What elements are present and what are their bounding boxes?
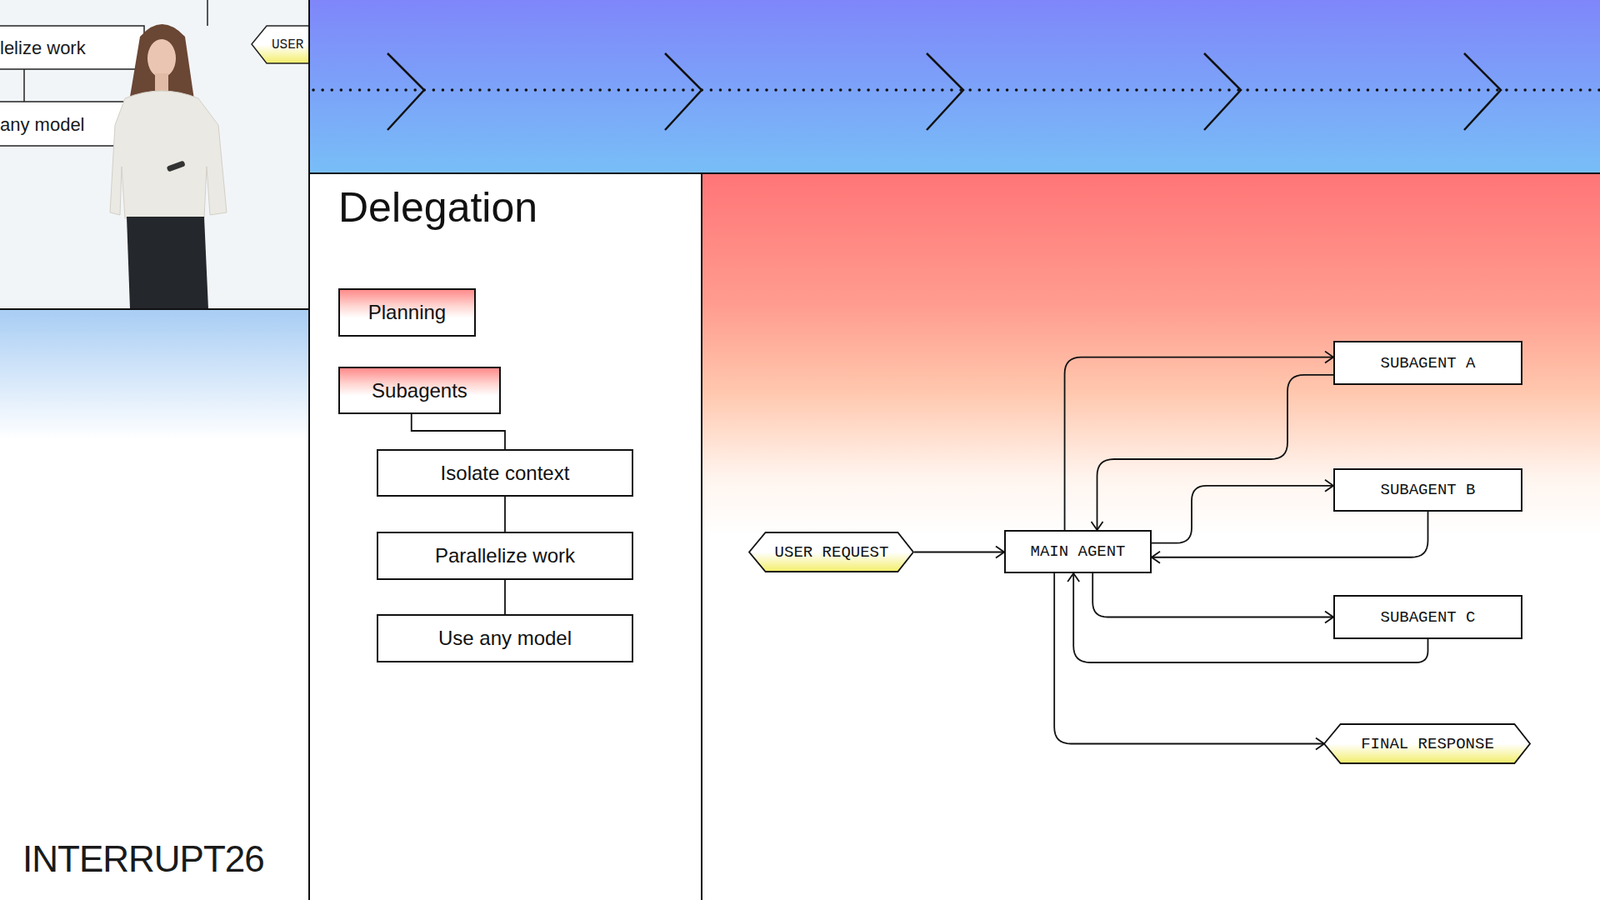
connector-arrow bbox=[1065, 357, 1334, 530]
speaker-trousers bbox=[126, 216, 209, 310]
timeline-dots bbox=[313, 88, 1600, 92]
video-slide-text: lelize work bbox=[0, 37, 86, 60]
node-label: MAIN AGENT bbox=[1030, 542, 1125, 561]
node-label: SUBAGENT B bbox=[1380, 480, 1475, 500]
connector-arrow bbox=[411, 414, 505, 450]
node-label: FINAL RESPONSE bbox=[1360, 735, 1495, 754]
node-label: Isolate context bbox=[440, 461, 570, 485]
subagent-box: SUBAGENT C bbox=[1333, 595, 1523, 640]
subagent-box: SUBAGENT B bbox=[1333, 468, 1523, 512]
event-logo: INTERRUPT26 bbox=[22, 838, 265, 880]
video-slide-line bbox=[206, 0, 209, 26]
connector-arrow bbox=[1151, 485, 1334, 544]
panel-border bbox=[310, 172, 1600, 175]
node-label: SUBAGENT C bbox=[1380, 608, 1475, 627]
node-label: Parallelize work bbox=[435, 544, 575, 568]
node-label: Subagents bbox=[371, 379, 468, 403]
connector-arrow bbox=[1054, 573, 1325, 745]
panel-border bbox=[308, 0, 310, 900]
timeline-band bbox=[310, 0, 1600, 174]
connector-arrow bbox=[1073, 573, 1428, 663]
connector-arrow bbox=[1151, 511, 1429, 558]
video-slide-box bbox=[0, 25, 145, 70]
hexagon-shape bbox=[749, 532, 914, 572]
speaker-sweater bbox=[110, 90, 227, 219]
io-hexagon: FINAL RESPONSE bbox=[1324, 723, 1531, 765]
hexagon-shape bbox=[1324, 724, 1530, 764]
left-gradient-panel bbox=[0, 310, 310, 900]
topic-box: Planning bbox=[338, 288, 476, 337]
video-slide-text: any model bbox=[0, 114, 85, 136]
slide-title: Delegation bbox=[338, 183, 538, 232]
subtopic-box: Use any model bbox=[376, 614, 634, 663]
speaker-face bbox=[147, 39, 176, 78]
node-label: Planning bbox=[368, 300, 446, 325]
panel-border bbox=[700, 173, 703, 900]
node-label: USER REQUEST bbox=[775, 543, 890, 562]
timeline-chevron bbox=[1464, 53, 1501, 130]
subagent-box: SUBAGENT A bbox=[1333, 340, 1523, 385]
presenter-clicker bbox=[166, 160, 186, 172]
node-label: SUBAGENT A bbox=[1380, 354, 1475, 373]
node-label: Use any model bbox=[438, 626, 572, 650]
timeline-chevron bbox=[926, 53, 964, 130]
timeline-chevron bbox=[665, 53, 702, 130]
agent-box: MAIN AGENT bbox=[1004, 530, 1152, 574]
speaker-neck bbox=[155, 73, 169, 92]
connector-arrow bbox=[504, 580, 506, 615]
subtopic-box: Isolate context bbox=[376, 449, 634, 497]
topic-box: Subagents bbox=[338, 366, 501, 415]
timeline-chevron bbox=[1204, 53, 1241, 130]
io-hexagon: USER REQUEST bbox=[749, 531, 915, 573]
panel-border bbox=[0, 308, 310, 310]
video-slide-line bbox=[23, 69, 25, 102]
connector-arrow bbox=[504, 496, 506, 532]
diagram-panel bbox=[701, 173, 1600, 900]
connector-arrow bbox=[1092, 573, 1334, 618]
connector-arrow bbox=[1097, 375, 1334, 530]
timeline-chevron bbox=[387, 53, 425, 130]
connector-arrow bbox=[914, 551, 1005, 554]
subtopic-box: Parallelize work bbox=[376, 531, 634, 580]
video-slide-text: USER bbox=[271, 37, 304, 53]
